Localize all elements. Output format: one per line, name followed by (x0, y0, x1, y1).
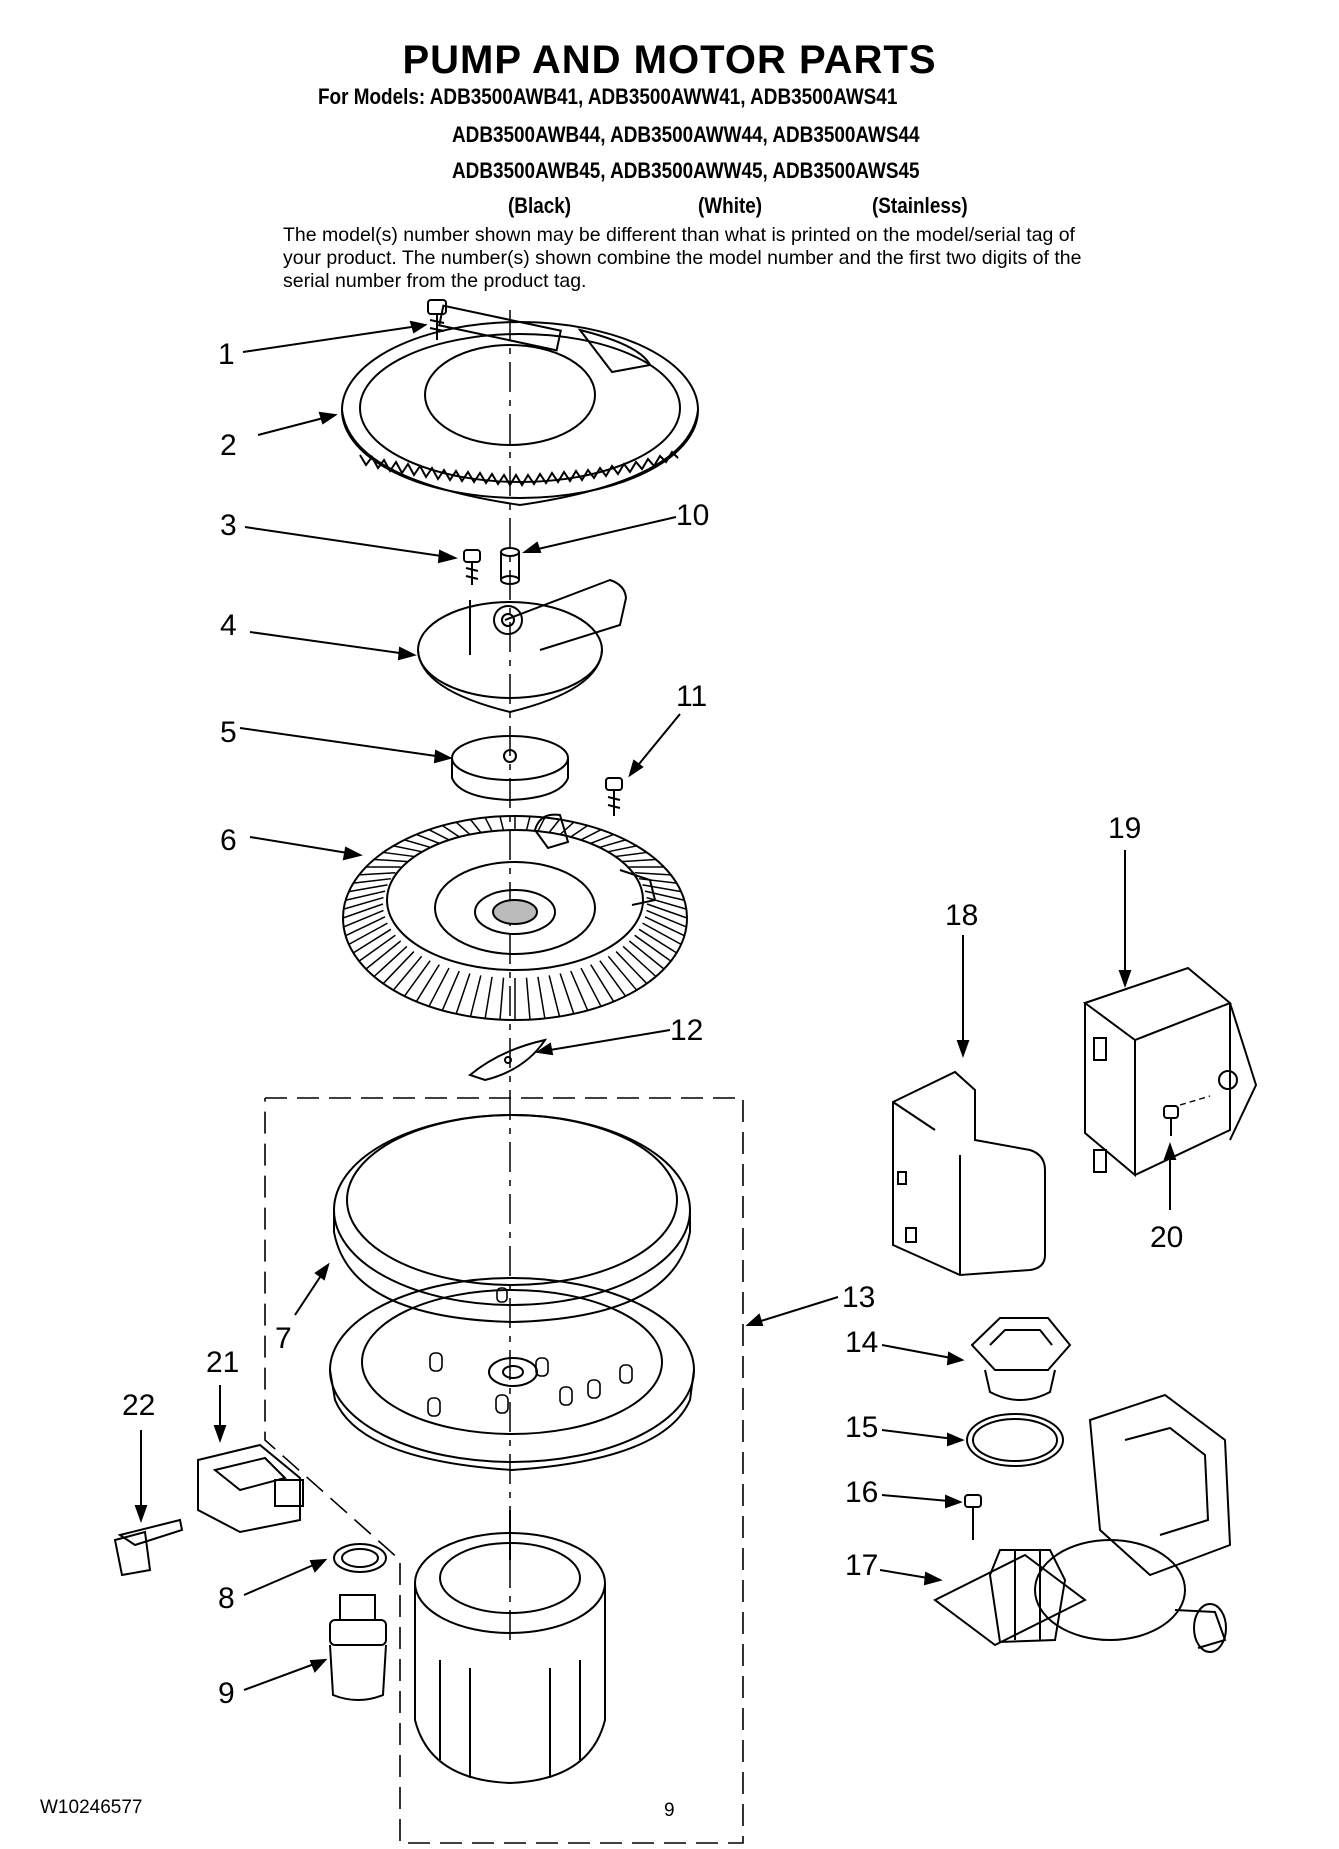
callout-3: 3 (220, 509, 237, 542)
part-3-screw (463, 549, 481, 585)
callout-10: 10 (676, 499, 709, 532)
callout-1: 1 (218, 338, 235, 371)
part-8-o-ring (333, 1543, 387, 1573)
callout-19: 19 (1108, 812, 1141, 845)
callout-20: 20 (1150, 1221, 1183, 1254)
callout-21: 21 (206, 1346, 239, 1379)
part-14-sleeve (970, 1317, 1072, 1401)
callout-22: 22 (122, 1389, 155, 1422)
model-number-note: The model(s) number shown may be differe… (283, 224, 1082, 292)
part-4-pump-housing (417, 578, 628, 714)
callout-12: 12 (670, 1014, 703, 1047)
page-number: 9 (664, 1800, 675, 1821)
part-22-clip (113, 1518, 184, 1577)
callout-9: 9 (218, 1677, 235, 1710)
callout-11: 11 (676, 680, 707, 713)
part-15-o-ring (966, 1413, 1064, 1467)
part-18-shield (892, 1070, 1046, 1277)
model-list-1: ADB3500AWB41, ADB3500AWW41, ADB3500AWS41 (429, 84, 898, 109)
models-line-1: For Models: ADB3500AWB41, ADB3500AWW41, … (318, 84, 897, 110)
part-6-filter-assembly (342, 813, 688, 1021)
callout-13: 13 (842, 1281, 875, 1314)
part-12-gasket (467, 1038, 548, 1082)
callout-5: 5 (220, 716, 237, 749)
part-21-bracket (197, 1443, 304, 1534)
part-9-sensor (329, 1594, 387, 1701)
color-white: (White) (698, 193, 763, 218)
part-10-bushing (500, 547, 520, 585)
part-20-screw (1163, 1095, 1211, 1136)
models-prefix: For Models: (318, 84, 426, 109)
part-2-sump-cover (341, 304, 699, 507)
color-black: (Black) (508, 193, 572, 218)
callout-14: 14 (845, 1326, 878, 1359)
callout-2: 2 (220, 429, 237, 462)
callout-leader-lines (134, 320, 1177, 1691)
color-stainless: (Stainless) (872, 193, 968, 218)
callout-15: 15 (845, 1411, 878, 1444)
document-number: W10246577 (40, 1797, 143, 1818)
part-7-ring-seal (333, 1114, 691, 1324)
part-callout-numbers: 1 2 3 4 5 6 7 8 9 10 11 12 13 14 15 16 1… (122, 338, 1183, 1710)
part-16-screw (964, 1494, 982, 1540)
callout-8: 8 (218, 1582, 235, 1615)
page-title: PUMP AND MOTOR PARTS (402, 38, 937, 82)
model-list-2: ADB3500AWB44, ADB3500AWW44, ADB3500AWS44 (452, 122, 920, 147)
part-17-drain-pump (933, 1393, 1232, 1653)
callout-7: 7 (275, 1322, 292, 1355)
callout-18: 18 (945, 899, 978, 932)
part-11-screw (605, 777, 623, 816)
motor-assembly (414, 1510, 606, 1785)
model-list-3: ADB3500AWB45, ADB3500AWW45, ADB3500AWS45 (452, 158, 920, 183)
callout-6: 6 (220, 824, 237, 857)
part-13-sump-base (329, 1277, 695, 1472)
callout-17: 17 (845, 1549, 878, 1582)
part-13-assembly-box (264, 1097, 744, 1844)
callout-4: 4 (220, 609, 237, 642)
callout-16: 16 (845, 1476, 878, 1509)
